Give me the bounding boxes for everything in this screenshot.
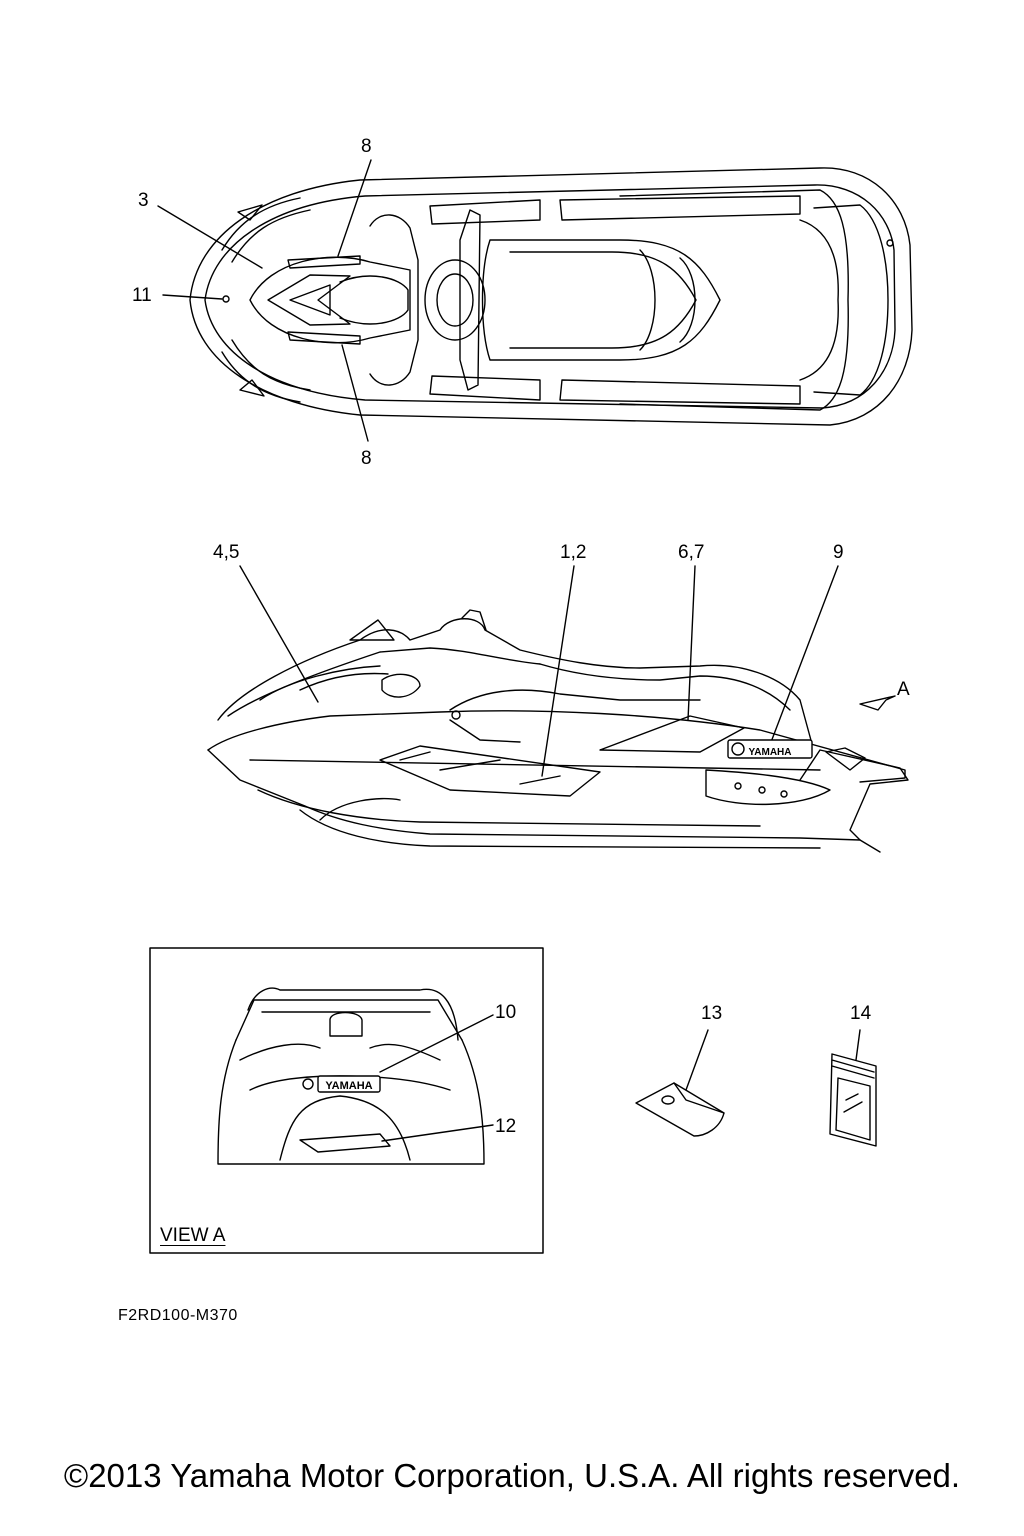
- callout-10: 10: [495, 1002, 517, 1023]
- callout-11: 11: [132, 285, 152, 306]
- callout-8-lower: 8: [361, 448, 372, 469]
- figure-code: F2RD100-M370: [118, 1307, 238, 1324]
- callout-13: 13: [701, 1003, 723, 1024]
- callout-14: 14: [850, 1003, 872, 1024]
- yamaha-side-badge-text: YAMAHA: [749, 747, 792, 758]
- side-view-watercraft: [207, 565, 909, 853]
- callout-12: 12: [495, 1116, 517, 1137]
- callout-6-7: 6,7: [678, 542, 705, 563]
- copyright-notice: ©2013 Yamaha Motor Corporation, U.S.A. A…: [63, 1457, 961, 1494]
- yamaha-side-badge: [727, 739, 813, 759]
- callout-9: 9: [833, 542, 844, 563]
- callout-4-5: 4,5: [213, 542, 240, 563]
- callout-3: 3: [138, 190, 149, 211]
- yamaha-rear-badge-text: YAMAHA: [325, 1080, 372, 1092]
- callout-view-a-arrow: A: [897, 679, 910, 700]
- top-view-watercraft: [157, 159, 913, 442]
- callout-8-upper: 8: [361, 136, 372, 157]
- view-a-rear: [149, 947, 544, 1254]
- item-13-pouch: [635, 1029, 725, 1137]
- callout-1-2: 1,2: [560, 542, 587, 563]
- item-14-bag: [829, 1029, 877, 1147]
- view-a-caption: VIEW A: [160, 1225, 226, 1246]
